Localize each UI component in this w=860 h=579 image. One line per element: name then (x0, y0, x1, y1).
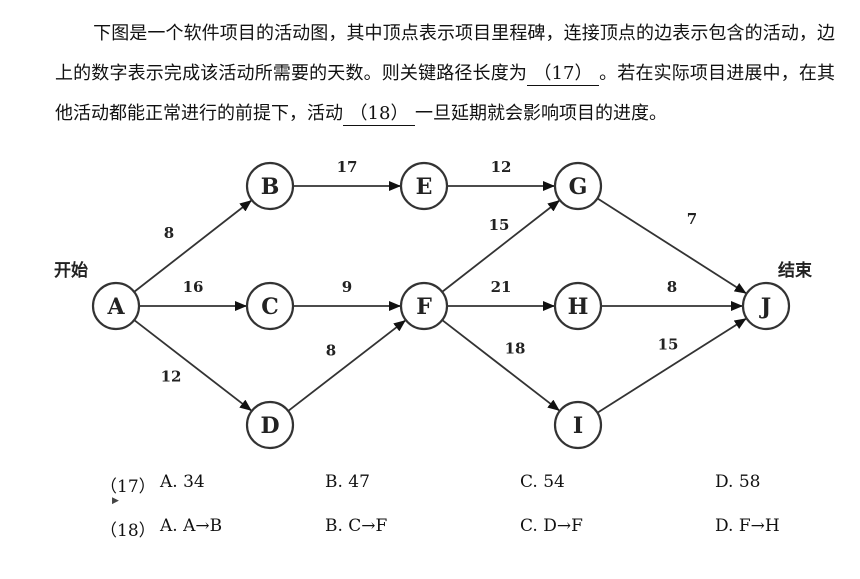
edge-weight-A-C: 16 (183, 278, 204, 296)
question-line3: 进展中，在其他活动都能正常进行的前提下，活动 (55, 63, 836, 124)
node-circle-J (741, 281, 791, 331)
node-C: C (245, 281, 295, 331)
node-circle-F (399, 281, 449, 331)
node-label-I: I (573, 413, 583, 439)
option-18-b[interactable]: B. C→F (325, 516, 388, 536)
node-D: D (245, 400, 295, 450)
edge-F-G (441, 200, 560, 293)
edge-F-I (441, 319, 560, 412)
edge-weight-G-J: 7 (687, 210, 697, 228)
option-18-c[interactable]: C. D→F (520, 516, 583, 536)
node-label-A: A (106, 294, 125, 320)
edge-weight-A-B: 8 (164, 224, 174, 242)
node-E: E (399, 161, 449, 211)
node-label-F: F (416, 294, 432, 320)
option-number-17: （17） (100, 477, 156, 497)
edge-weight-D-F: 8 (326, 342, 336, 360)
node-circle-A (91, 281, 141, 331)
mouse-cursor-icon: ▶ (112, 496, 119, 506)
node-circle-I (553, 400, 603, 450)
node-label-G: G (569, 174, 588, 200)
node-G: G (553, 161, 603, 211)
option-17-b[interactable]: B. 47 (325, 472, 370, 492)
node-circle-H (553, 281, 603, 331)
blank-17: （17） (527, 63, 599, 86)
node-J: J (741, 281, 791, 331)
question-line2-tail: 。若在实际项目 (599, 63, 727, 84)
node-B: B (245, 161, 295, 211)
blank-18: （18） (343, 103, 415, 126)
node-circle-C (245, 281, 295, 331)
option-18-a[interactable]: A. A→B (160, 516, 223, 536)
edge-weight-I-J: 15 (658, 336, 679, 354)
option-18-d[interactable]: D. F→H (715, 516, 780, 536)
question-line2: 动，边上的数字表示完成该活动所需要的天数。则关键路径长度为 (55, 23, 836, 84)
edge-weight-A-D: 12 (161, 368, 182, 386)
edge-weight-H-J: 8 (667, 278, 677, 296)
question-paragraph: 下图是一个软件项目的活动图，其中顶点表示项目里程碑，连接顶点的边表示包含的活动，… (55, 14, 835, 134)
options-row-17: （17） A. 34 B. 47 C. 54 D. 58 (0, 472, 860, 498)
options-row-18: （18） A. A→B B. C→F C. D→F D. F→H (0, 516, 860, 542)
edge-A-B (133, 200, 252, 293)
option-17-c[interactable]: C. 54 (520, 472, 565, 492)
node-label-H: H (568, 294, 589, 320)
start-label: 开始 (54, 260, 88, 281)
edge-weight-F-H: 21 (491, 278, 512, 296)
question-line1: 下图是一个软件项目的活动图，其中顶点表示项目里程碑，连接顶点的边表示包含的活 (93, 23, 781, 44)
node-label-E: E (416, 174, 433, 200)
edge-weight-F-I: 18 (505, 340, 526, 358)
activity-diagram: 8 16 12 17 9 8 12 15 21 18 7 8 15 A B C D E F G H I J 开始 结束 (54, 158, 812, 450)
option-17-a[interactable]: A. 34 (160, 472, 205, 492)
node-label-D: D (260, 413, 279, 439)
node-circle-G (553, 161, 603, 211)
edge-G-J (596, 197, 747, 294)
node-label-J: J (759, 294, 771, 320)
edge-weight-B-E: 17 (337, 158, 358, 176)
edge-weight-E-G: 12 (491, 158, 512, 176)
edge-D-F (287, 319, 406, 412)
node-circle-D (245, 400, 295, 450)
question-line3-tail: 一旦延期就会影响项目的进度。 (415, 103, 667, 124)
node-circle-B (245, 161, 295, 211)
edge-weight-F-G: 15 (489, 216, 510, 234)
node-A: A (91, 281, 141, 331)
node-label-C: C (261, 294, 279, 320)
edge-A-D (133, 319, 252, 412)
node-I: I (553, 400, 603, 450)
option-number-18: （18） (100, 521, 156, 541)
node-H: H (553, 281, 603, 331)
node-label-B: B (261, 174, 280, 200)
end-label: 结束 (778, 260, 812, 281)
edge-weight-C-F: 9 (342, 278, 352, 296)
edge-I-J (596, 318, 747, 414)
node-circle-E (399, 161, 449, 211)
option-17-d[interactable]: D. 58 (715, 472, 761, 492)
node-F: F (399, 281, 449, 331)
